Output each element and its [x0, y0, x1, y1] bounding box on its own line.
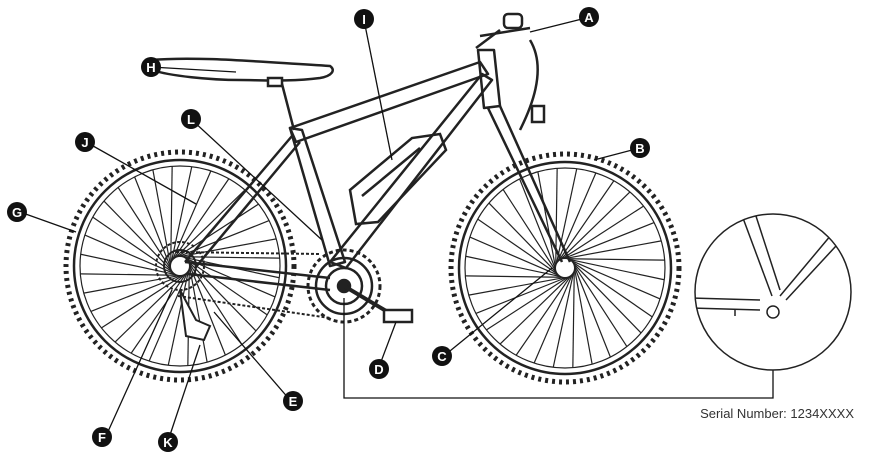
wheel-spoke [559, 181, 613, 260]
callout-a: A [579, 7, 599, 27]
callout-c: C [432, 346, 452, 366]
callout-b-label: B [635, 141, 644, 156]
wheel-spoke [465, 276, 561, 277]
callout-i-label: I [362, 12, 366, 27]
callout-j: J [75, 132, 95, 152]
wheel-spoke [184, 257, 280, 258]
wheel-spoke [567, 241, 661, 258]
front-wheel [451, 154, 679, 382]
callout-e: E [283, 391, 303, 411]
leader-lines [20, 18, 773, 441]
callout-a-label: A [584, 10, 594, 25]
callout-b: B [630, 138, 650, 158]
serial-number-location-marker [767, 306, 779, 318]
wheel-spoke [569, 259, 665, 260]
wheel-spoke [80, 274, 176, 275]
callout-d-label: D [374, 362, 383, 377]
wheel-spoke [171, 166, 172, 262]
callout-k: K [158, 432, 178, 452]
rear-wheel [66, 152, 294, 380]
callout-j-label: J [81, 135, 88, 150]
callout-g: G [7, 202, 27, 222]
wheel-spoke [84, 276, 178, 293]
callout-e-label: E [289, 394, 298, 409]
callout-h: H [141, 57, 161, 77]
callout-f: F [92, 427, 112, 447]
callout-i: I [354, 9, 374, 29]
wheel-spoke [131, 274, 185, 353]
wheel-spoke [469, 278, 563, 295]
callout-g-label: G [12, 205, 22, 220]
wheel-spoke [573, 262, 652, 316]
callout-h-label: H [146, 60, 155, 75]
callout-l-label: L [187, 112, 195, 127]
callout-c-label: C [437, 349, 447, 364]
wheel-spoke [516, 276, 570, 355]
serial-number-caption: Serial Number: 1234XXXX [700, 406, 854, 421]
crankset [308, 250, 412, 322]
wheel-spoke [573, 272, 574, 368]
callout-k-label: K [163, 435, 173, 450]
callout-d: D [369, 359, 389, 379]
wheel-spoke [93, 217, 172, 271]
serial-detail-inset [690, 210, 860, 370]
saddle [147, 59, 333, 130]
wheel-spoke [575, 270, 592, 364]
callout-f-label: F [98, 430, 106, 445]
callout-l: L [181, 109, 201, 129]
